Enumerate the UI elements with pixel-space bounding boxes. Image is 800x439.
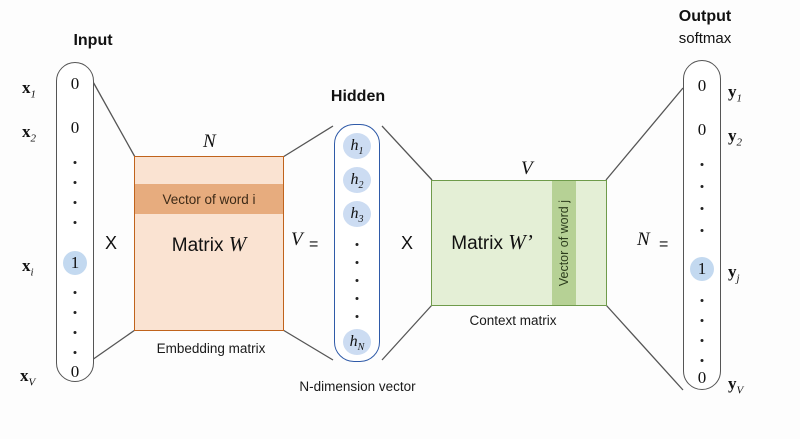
input-label-xV: xV [20, 366, 36, 389]
context-matrix-title: Matrix W’ [451, 230, 533, 254]
output-label-yV: yV [728, 374, 744, 397]
embedding-matrix-title: Matrix W [171, 232, 247, 256]
hidden-vector: h1 h2 h3 hN [334, 124, 380, 362]
hidden-cell-h1: h1 [335, 133, 379, 159]
embedding-dim-top: N [203, 131, 216, 152]
output-label-y1: y1 [728, 82, 742, 105]
output-cell-last: 0 [697, 368, 707, 387]
output-highlight-disc: 1 [690, 257, 714, 281]
hidden-cell-h2: h2 [335, 167, 379, 193]
embedding-matrix: Vector of word i Matrix W [134, 156, 284, 331]
input-cell-last: 0 [70, 362, 80, 381]
context-dim-right: N [637, 229, 650, 250]
equals-right: = [659, 236, 669, 253]
input-label-xi: xi [22, 256, 34, 279]
hidden-cell-h3: h3 [335, 201, 379, 227]
embedding-matrix-caption: Embedding matrix [156, 341, 266, 356]
operator-multiply-right: X [401, 233, 414, 253]
output-header: Output [678, 8, 732, 25]
output-label-yj: yj [728, 262, 740, 285]
input-vector: 0 0 1 0 [56, 62, 94, 382]
input-header: Input [73, 32, 113, 49]
hidden-cell-hN: hN [335, 329, 379, 355]
context-vector-band: Vector of word j [552, 181, 576, 305]
output-cell-1: 0 [697, 76, 707, 95]
input-label-x1: x1 [22, 78, 36, 101]
input-highlight-disc: 1 [63, 251, 87, 275]
embedding-vector-band: Vector of word i [135, 184, 283, 214]
output-subheader: softmax [678, 30, 732, 47]
output-cell-highlight: 1 [684, 257, 720, 281]
operator-multiply-left: X [105, 233, 118, 253]
input-cell-highlight: 1 [57, 251, 93, 275]
output-vector: 0 0 1 0 [683, 60, 721, 390]
context-matrix: Vector of word j Matrix W’ [431, 180, 607, 306]
hidden-header: Hidden [330, 88, 386, 105]
output-cell-2: 0 [697, 120, 707, 139]
embedding-dim-right: V [291, 229, 303, 250]
context-dim-top: V [521, 158, 533, 179]
context-matrix-caption: Context matrix [469, 313, 557, 328]
input-cell-1: 0 [70, 74, 80, 93]
hidden-vector-caption: N-dimension vector [299, 379, 416, 394]
input-label-x2: x2 [22, 122, 36, 145]
input-cell-2: 0 [70, 118, 80, 137]
equals-left: = [309, 236, 319, 253]
output-label-y2: y2 [728, 126, 742, 149]
